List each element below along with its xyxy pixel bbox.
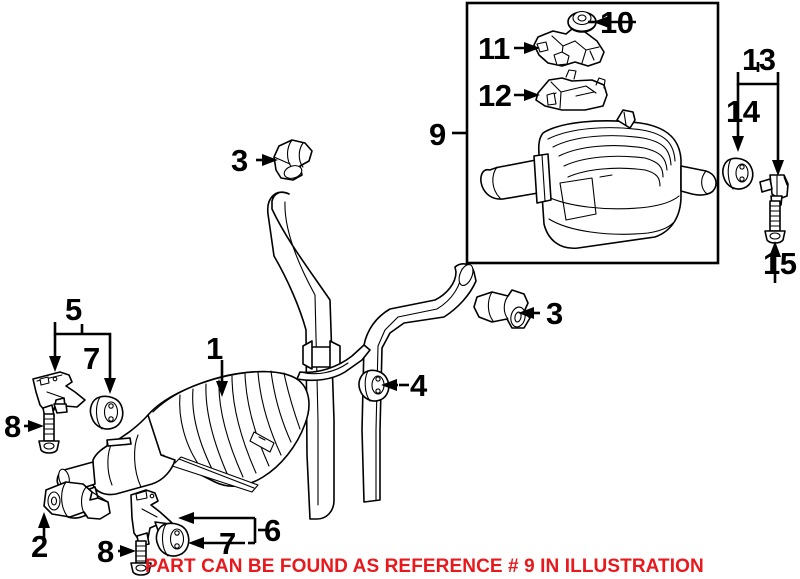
callout-label-7a: 7 bbox=[83, 341, 100, 376]
callout-label-10: 10 bbox=[600, 5, 634, 40]
callout-7-arrowhead bbox=[104, 378, 116, 394]
exhaust-pipe-right-branch bbox=[361, 263, 477, 503]
reference-notice-text: PART CAN BE FOUND AS REFERENCE # 9 IN IL… bbox=[145, 556, 704, 577]
callout-label-7b: 7 bbox=[219, 526, 236, 561]
flange-nut bbox=[567, 10, 597, 33]
callout-label-12: 12 bbox=[478, 78, 512, 113]
heat-shield-upper-part bbox=[533, 28, 605, 67]
mounting-bolt-lower bbox=[130, 540, 152, 576]
callout-15-arrowhead bbox=[769, 241, 781, 257]
callout-label-4: 4 bbox=[410, 368, 427, 403]
heat-shield-lower-part bbox=[535, 69, 608, 111]
callout-label-11: 11 bbox=[478, 31, 510, 66]
callout-label-6: 6 bbox=[264, 513, 281, 548]
callout-5-arrowhead bbox=[49, 356, 61, 372]
callout-label-3a: 3 bbox=[231, 143, 248, 178]
callout-label-3b: 3 bbox=[546, 296, 563, 331]
rubber-hanger-rear bbox=[722, 157, 754, 190]
rear-muffler bbox=[480, 109, 717, 249]
callout-6-arrowhead bbox=[178, 512, 194, 524]
callout-label-1: 1 bbox=[206, 331, 223, 366]
callout-label-8b: 8 bbox=[97, 534, 114, 569]
rubber-hanger-upper bbox=[89, 395, 124, 430]
callout-label-14: 14 bbox=[726, 94, 760, 129]
callout-13-arrowhead bbox=[772, 160, 784, 176]
hanger-bracket-upper-part bbox=[32, 371, 86, 419]
callout-label-8a: 8 bbox=[4, 409, 21, 444]
callout-label-9: 9 bbox=[429, 117, 446, 152]
hanger-bracket-kit-part bbox=[759, 174, 789, 206]
clamp-upper bbox=[273, 139, 313, 181]
callout-14-arrowhead bbox=[732, 136, 744, 152]
callout-label-15: 15 bbox=[763, 246, 797, 281]
muffler-rear-pipe bbox=[296, 344, 371, 382]
rubber-hanger-lower bbox=[155, 522, 190, 557]
callout-label-13: 13 bbox=[742, 42, 776, 77]
hanger-bolt bbox=[764, 200, 786, 244]
mounting-bolt-upper bbox=[38, 413, 60, 454]
callout-13-bracket bbox=[736, 72, 780, 86]
center-muffler-resonator bbox=[144, 370, 310, 493]
callout-label-2: 2 bbox=[31, 529, 48, 564]
callout-label-5: 5 bbox=[65, 292, 82, 327]
exhaust-hanger-insulator bbox=[358, 369, 390, 402]
muffler-hanger-tab bbox=[249, 431, 275, 453]
clamp-lower bbox=[473, 289, 531, 329]
oxygen-sensor-left bbox=[43, 481, 111, 520]
